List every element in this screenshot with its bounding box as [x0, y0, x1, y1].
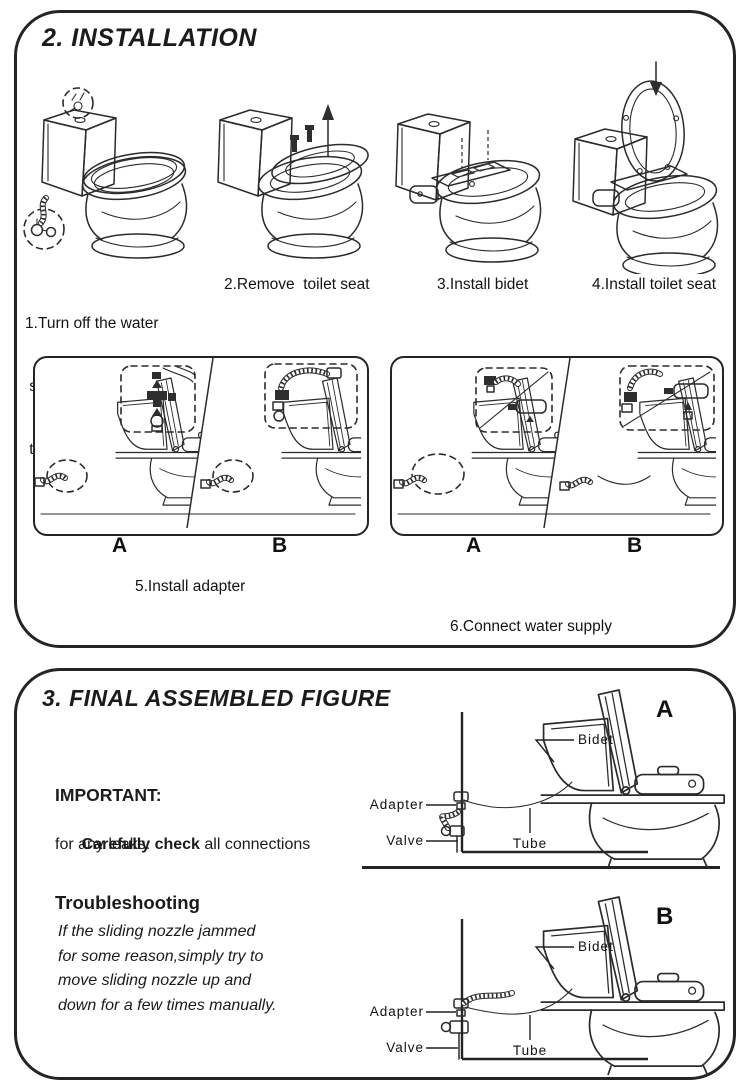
troubleshooting-text: If the sliding nozzle jammed for some re… — [58, 923, 277, 1014]
step2-caption: 2.Remove toilet seat — [224, 276, 370, 293]
step6-figure-box — [390, 356, 724, 536]
step5-panel-b-label: B — [272, 534, 288, 557]
step2-figure — [217, 104, 369, 259]
step4-figure — [572, 61, 721, 274]
bidet-plate — [592, 165, 688, 207]
valve-label: Valve — [386, 833, 424, 848]
final-figure-section: 3. FINAL ASSEMBLED FIGURE IMPORTANT: Car… — [14, 668, 736, 1080]
bidet-label: Bidet — [578, 732, 614, 747]
important-heading: IMPORTANT: — [55, 785, 162, 805]
diagram-a-label: A — [656, 696, 674, 723]
assembled-diagram-b-art — [426, 896, 725, 1075]
up-arrow-icon — [322, 104, 334, 157]
adapter-detail-callout-a — [120, 365, 196, 433]
step4-caption: 4.Install toilet seat — [592, 276, 717, 293]
removed-seat — [271, 143, 369, 185]
assembled-diagram-a: A Bidet Adapter Valve Tube — [356, 676, 734, 868]
installation-section: 2. INSTALLATION — [14, 10, 736, 698]
step1-figure — [23, 87, 190, 259]
bidet-label: Bidet — [578, 939, 614, 954]
step5-panels — [35, 358, 361, 528]
installation-title: 2. INSTALLATION — [42, 24, 257, 52]
troubleshooting-heading: Troubleshooting — [55, 892, 200, 913]
flush-knob-callout — [62, 87, 94, 119]
step5-caption: 5.Install adapter — [135, 578, 246, 595]
down-arrow-icon — [650, 61, 662, 96]
assembled-diagram-a-art — [426, 689, 725, 868]
bidet-leader-line — [534, 946, 574, 970]
bidet-leader-line — [534, 739, 574, 763]
hose-detail-callout-a — [475, 367, 553, 433]
important-line2: for any leaks. — [55, 836, 151, 853]
assembled-diagram-b: B Bidet Adapter Valve Tube — [356, 883, 734, 1075]
step3-caption: 3.Install bidet — [437, 276, 529, 293]
adapter-label: Adapter — [369, 1004, 424, 1019]
step6-panel-b-label: B — [627, 534, 643, 557]
valve-label: Valve — [386, 1040, 424, 1055]
bolt-icons — [290, 125, 314, 152]
bidet-plate — [409, 161, 511, 204]
final-title: 3. FINAL ASSEMBLED FIGURE — [42, 685, 391, 711]
hose-detail-callout-b — [619, 365, 715, 431]
tube-label: Tube — [512, 1043, 548, 1058]
diagram-separator — [362, 866, 720, 869]
adapter-detail-callout-b — [264, 363, 358, 429]
raised-seat-ring — [621, 80, 685, 182]
step5-panel-a-label: A — [112, 534, 128, 557]
step5-figure-box — [33, 356, 369, 536]
tube-label: Tube — [512, 836, 548, 851]
diagram-b-label: B — [656, 903, 674, 930]
step3-figure — [395, 113, 544, 263]
step6-panel-a-label: A — [466, 534, 482, 557]
step6-panels — [393, 358, 716, 528]
adapter-label: Adapter — [369, 797, 424, 812]
important-line1: Carefully check all connections — [81, 836, 311, 853]
